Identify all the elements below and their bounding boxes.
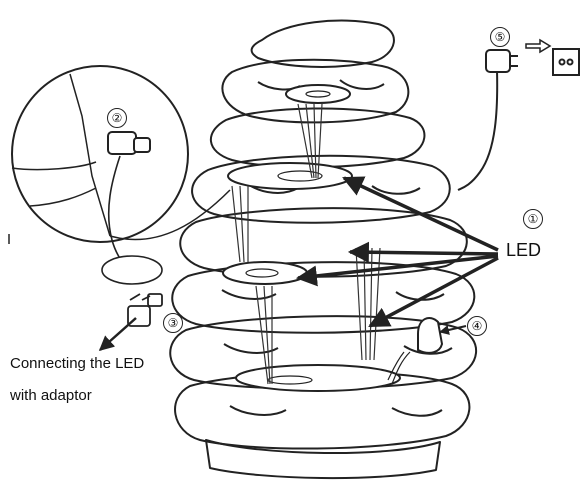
basin-ripples bbox=[246, 91, 330, 384]
callout-5: ⑤ bbox=[490, 27, 510, 47]
led-pointer-arrows bbox=[298, 178, 498, 326]
pump-tube bbox=[418, 318, 442, 353]
forward-arrow-icon bbox=[526, 40, 550, 52]
callout-4: ④ bbox=[467, 316, 487, 336]
caption-line-1: Connecting the LED bbox=[10, 355, 144, 372]
power-plug-icon bbox=[486, 50, 518, 72]
callout-3: ③ bbox=[163, 313, 183, 333]
power-cord bbox=[458, 70, 497, 190]
caption-line-2: with adaptor bbox=[10, 387, 92, 404]
wall-socket-icon bbox=[553, 49, 579, 75]
adaptor-oval bbox=[102, 256, 162, 284]
callout-1: ① bbox=[523, 209, 543, 229]
caption-arrow bbox=[100, 318, 136, 350]
water-basins bbox=[223, 85, 400, 391]
led-label: LED bbox=[506, 240, 541, 261]
callout-2: ② bbox=[107, 108, 127, 128]
water-streams bbox=[232, 104, 380, 384]
